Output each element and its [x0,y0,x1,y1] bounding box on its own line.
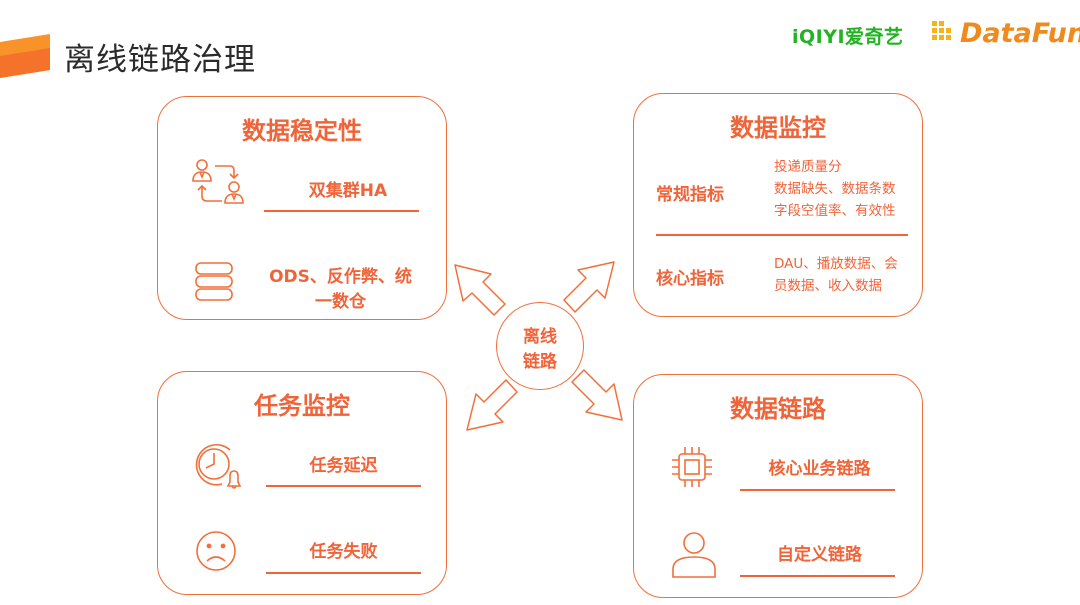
user-icon [672,532,716,578]
lineage-item-custom: 自定义链路 [777,545,862,565]
regular-metrics-label: 常规指标 [656,185,724,205]
task-item-failure: 任务失败 [309,542,378,562]
lineage-item-custom-underline [740,575,895,577]
regular-metrics-details: 投递质量分 数据缺失、数据条数 字段空值率、有效性 [774,156,896,222]
monitoring-title: 数据监控 [730,114,826,142]
center-label-line1: 离线 [523,327,557,347]
core-detail-2: 员数据、收入数据 [774,278,882,294]
stability-title: 数据稳定性 [242,117,362,145]
regular-detail-2: 数据缺失、数据条数 [774,181,896,197]
center-node: 离线 链路 [496,302,584,390]
title-accent-bar [0,34,50,78]
monitoring-divider [656,234,908,236]
lineage-card: 数据链路 核心业务链路 自定义链路 [633,374,923,598]
stability-card: 数据稳定性 双集群HA ODS、反作弊、统 一数仓 [157,96,447,320]
iqiyi-logo: iQIYI爱奇艺 [792,26,904,48]
arrow-to-task [466,379,518,431]
lineage-title: 数据链路 [730,395,826,423]
datafun-logo: DataFun. [930,14,1080,54]
monitoring-card: 数据监控 常规指标 投递质量分 数据缺失、数据条数 字段空值率、有效性 核心指标… [633,93,923,317]
center-label-line2: 链路 [523,352,557,372]
core-metrics-label: 核心指标 [656,269,724,289]
lineage-item-core: 核心业务链路 [768,459,871,479]
stability-item-ods-line2: 一数仓 [315,292,366,312]
core-detail-1: DAU、播放数据、会 [774,256,898,272]
task-card: 任务监控 任务延迟 任务失败 [157,371,447,595]
clock-alarm-icon [195,443,242,489]
sad-face-icon [196,531,236,571]
regular-detail-1: 投递质量分 [774,159,842,175]
users-swap-icon [192,159,244,204]
core-metrics-details: DAU、播放数据、会 员数据、收入数据 [774,253,898,297]
arrow-to-stability [454,264,506,316]
datafun-mark-icon [932,21,951,40]
arrow-to-monitoring [563,261,615,313]
arrow-to-lineage [571,369,623,421]
lineage-item-core-underline [740,489,895,491]
task-item-delay-underline [266,485,421,487]
stability-item-ods-line1: ODS、反作弊、统 [269,267,412,287]
regular-detail-3: 字段空值率、有效性 [774,203,896,219]
stability-item-ha-underline [264,210,419,212]
task-title: 任务监控 [254,392,350,420]
task-item-delay: 任务延迟 [309,456,378,476]
stability-item-ha: 双集群HA [308,181,388,201]
page-title: 离线链路治理 [64,42,256,78]
datafun-logo-text: DataFun. [960,18,1080,49]
chip-icon [672,447,712,487]
database-icon [195,262,233,301]
task-item-failure-underline [266,572,421,574]
